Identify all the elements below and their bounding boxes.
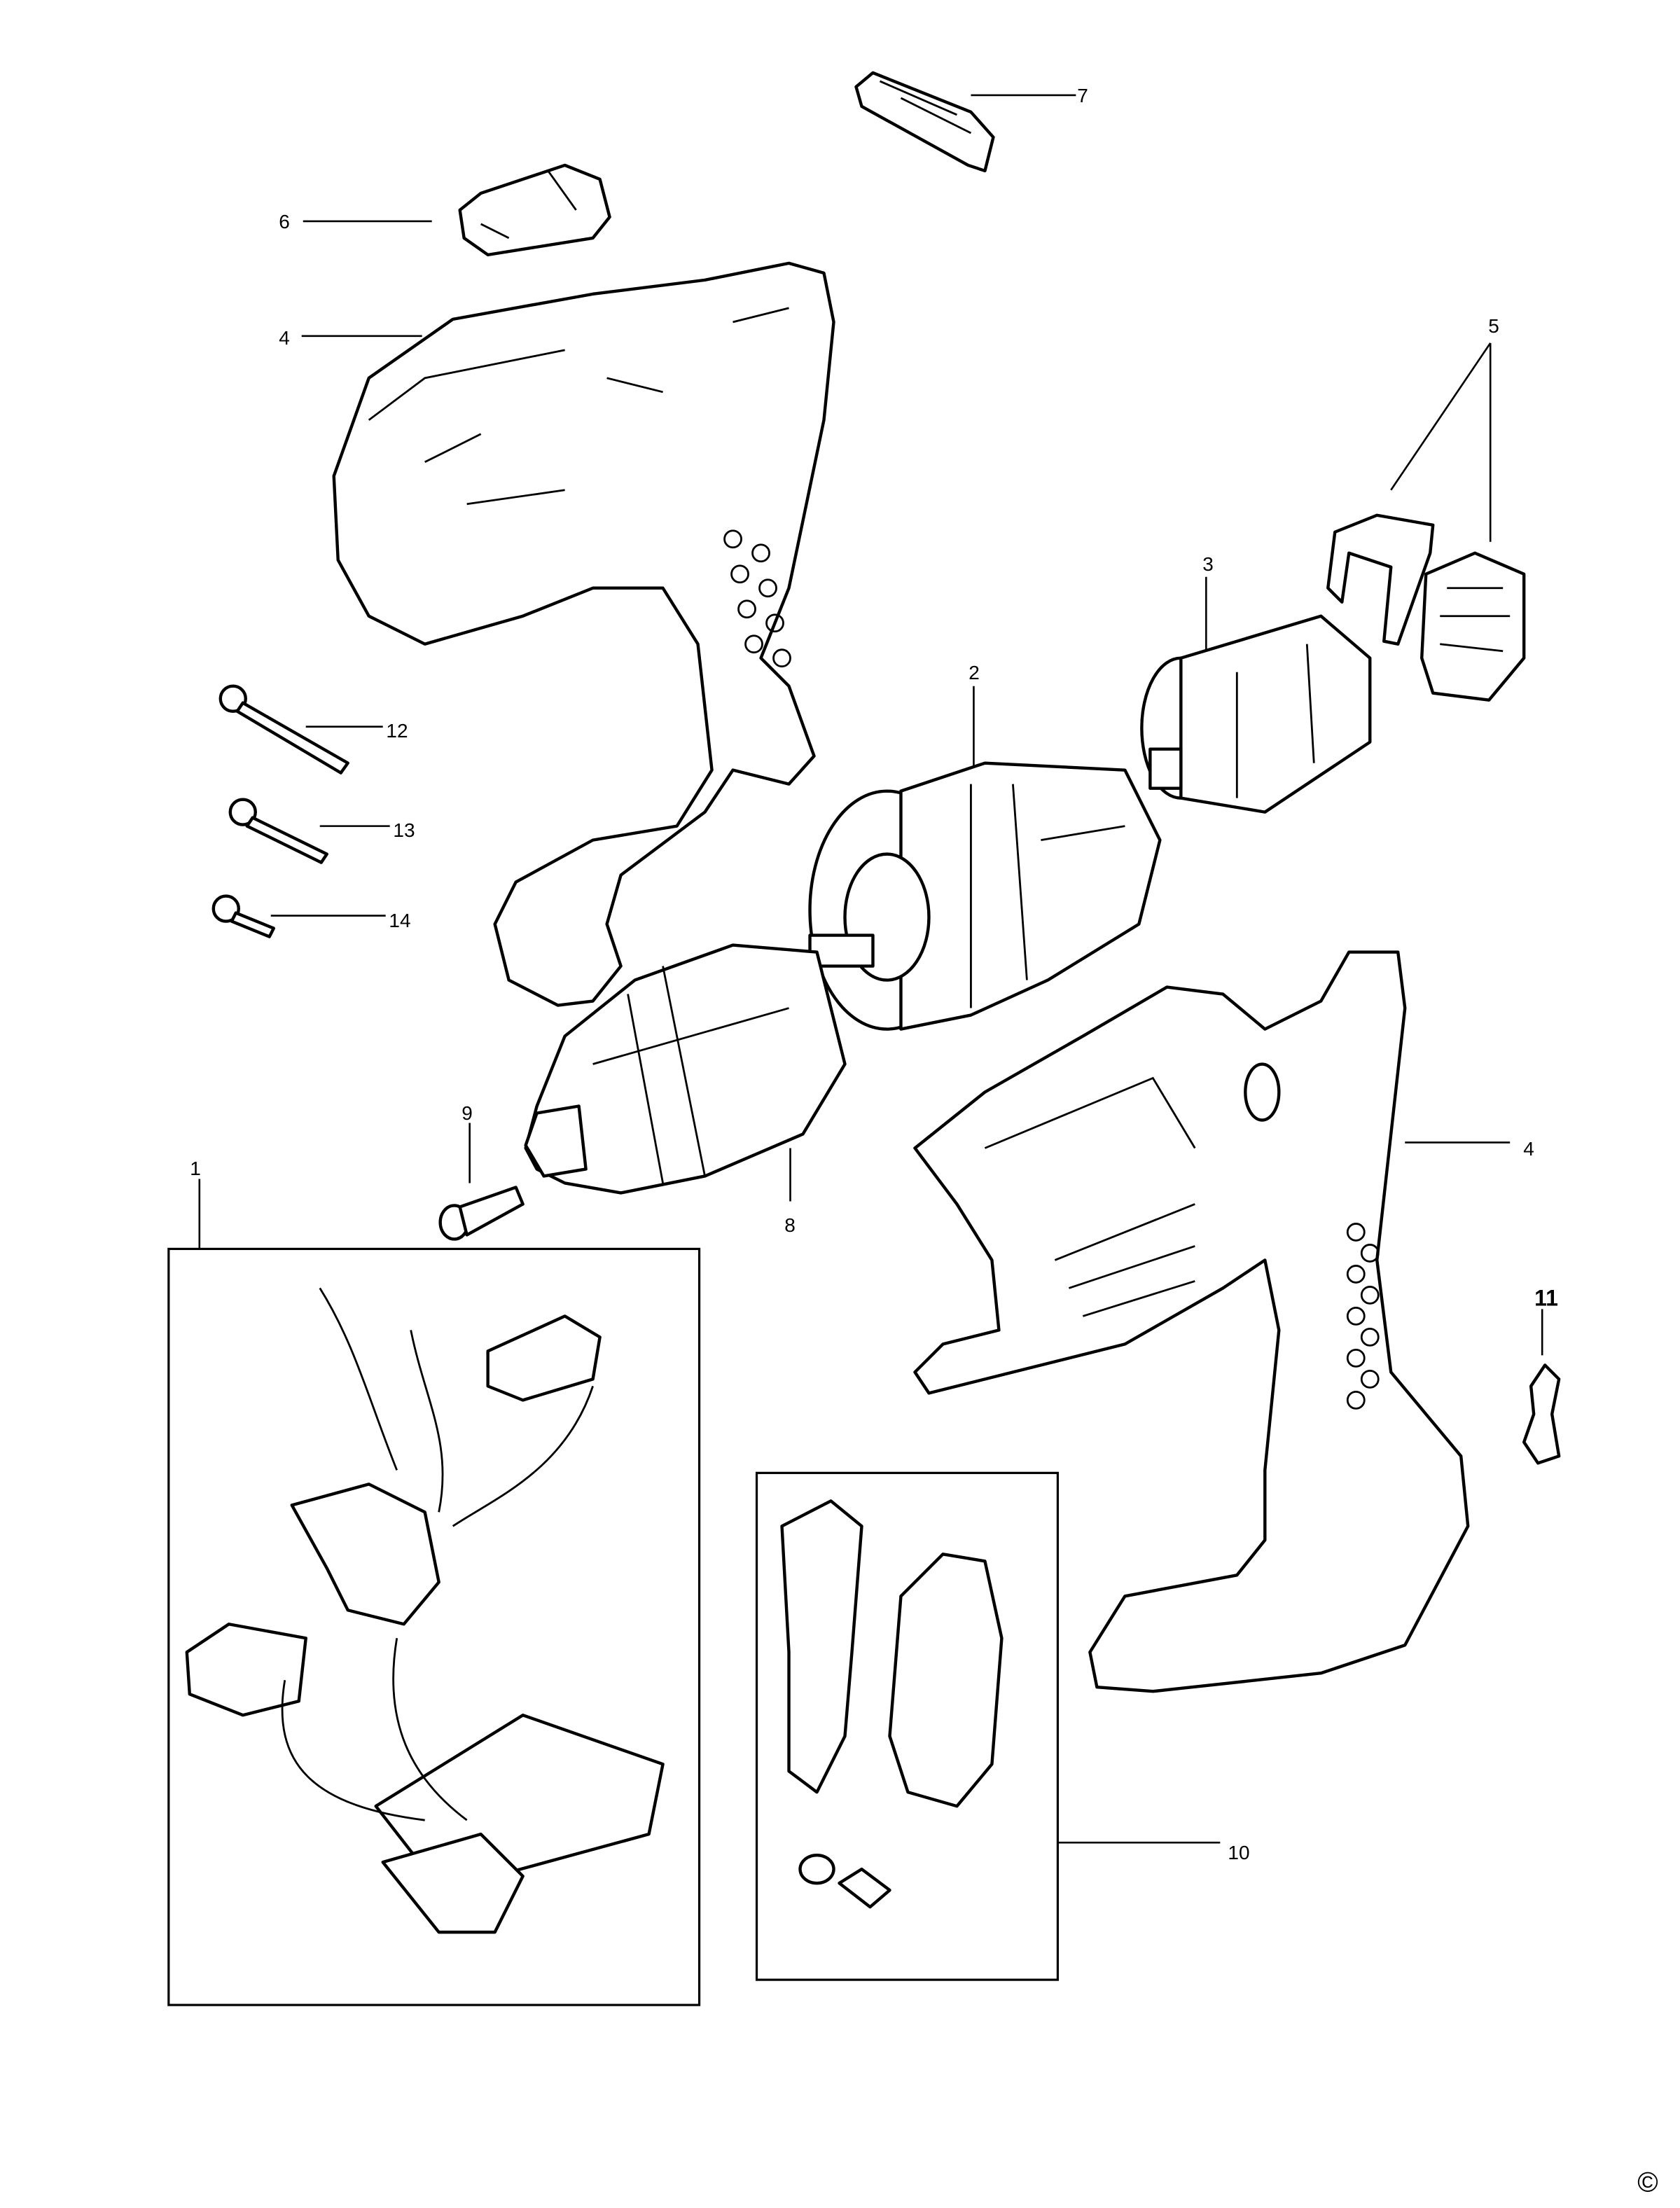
callout-11: 11	[1534, 1285, 1558, 1311]
callout-8: 8	[784, 1214, 796, 1236]
part-6-button	[458, 163, 611, 257]
part-9-chuck-screw	[438, 1186, 525, 1241]
part-7-switch-cap	[854, 71, 995, 173]
part-14-short-screw	[211, 894, 275, 938]
part-4-left-housing	[332, 261, 835, 1007]
part-3-motor	[1140, 614, 1372, 814]
copyright-mark: ©	[1637, 2167, 1658, 2198]
callout-9: 9	[461, 1102, 473, 1124]
part-1-switch-assembly-box	[167, 1247, 701, 2006]
part-1-switch-assembly	[185, 1287, 665, 1934]
callout-6: 6	[279, 211, 290, 232]
part-13-medium-screw	[228, 798, 328, 864]
callout-10: 10	[1228, 1842, 1250, 1863]
callout-12: 12	[386, 720, 408, 742]
part-10-battery-terminal-box	[755, 1471, 1060, 1981]
part-11-clip	[1522, 1363, 1561, 1465]
part-4-right-housing	[913, 950, 1470, 1693]
callout-1: 1	[190, 1158, 201, 1179]
part-8-chuck	[524, 943, 847, 1195]
part-5-brush-holders	[1326, 513, 1526, 702]
callout-5: 5	[1488, 315, 1499, 337]
callout-7: 7	[1077, 85, 1088, 106]
callout-2: 2	[969, 662, 980, 683]
part-10-battery-terminals	[780, 1499, 1004, 1909]
callout-4-right-housing: 4	[1523, 1138, 1534, 1160]
callout-4-left-housing: 4	[279, 327, 290, 349]
callout-13: 13	[393, 819, 415, 841]
leader-lines	[198, 94, 1543, 1844]
callout-14: 14	[389, 910, 411, 931]
part-2-gearbox	[808, 761, 1162, 1031]
part-12-long-screw	[218, 684, 349, 775]
callout-3: 3	[1202, 553, 1214, 575]
